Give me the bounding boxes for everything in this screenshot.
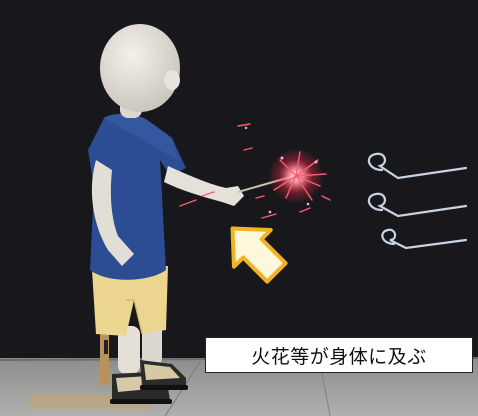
backdrop (0, 0, 478, 362)
mannequin-right-arm (164, 166, 244, 206)
caption-box: 火花等が身体に及ぶ (205, 337, 473, 373)
mannequin-left-arm (91, 160, 134, 266)
mannequin-head (100, 24, 180, 112)
mannequin-stand (100, 330, 109, 385)
sparkler-sparks (179, 123, 331, 219)
shorts (92, 266, 168, 336)
up-left-arrow (230, 226, 288, 284)
wind-gust-icon (367, 152, 468, 250)
sandals (110, 360, 188, 404)
